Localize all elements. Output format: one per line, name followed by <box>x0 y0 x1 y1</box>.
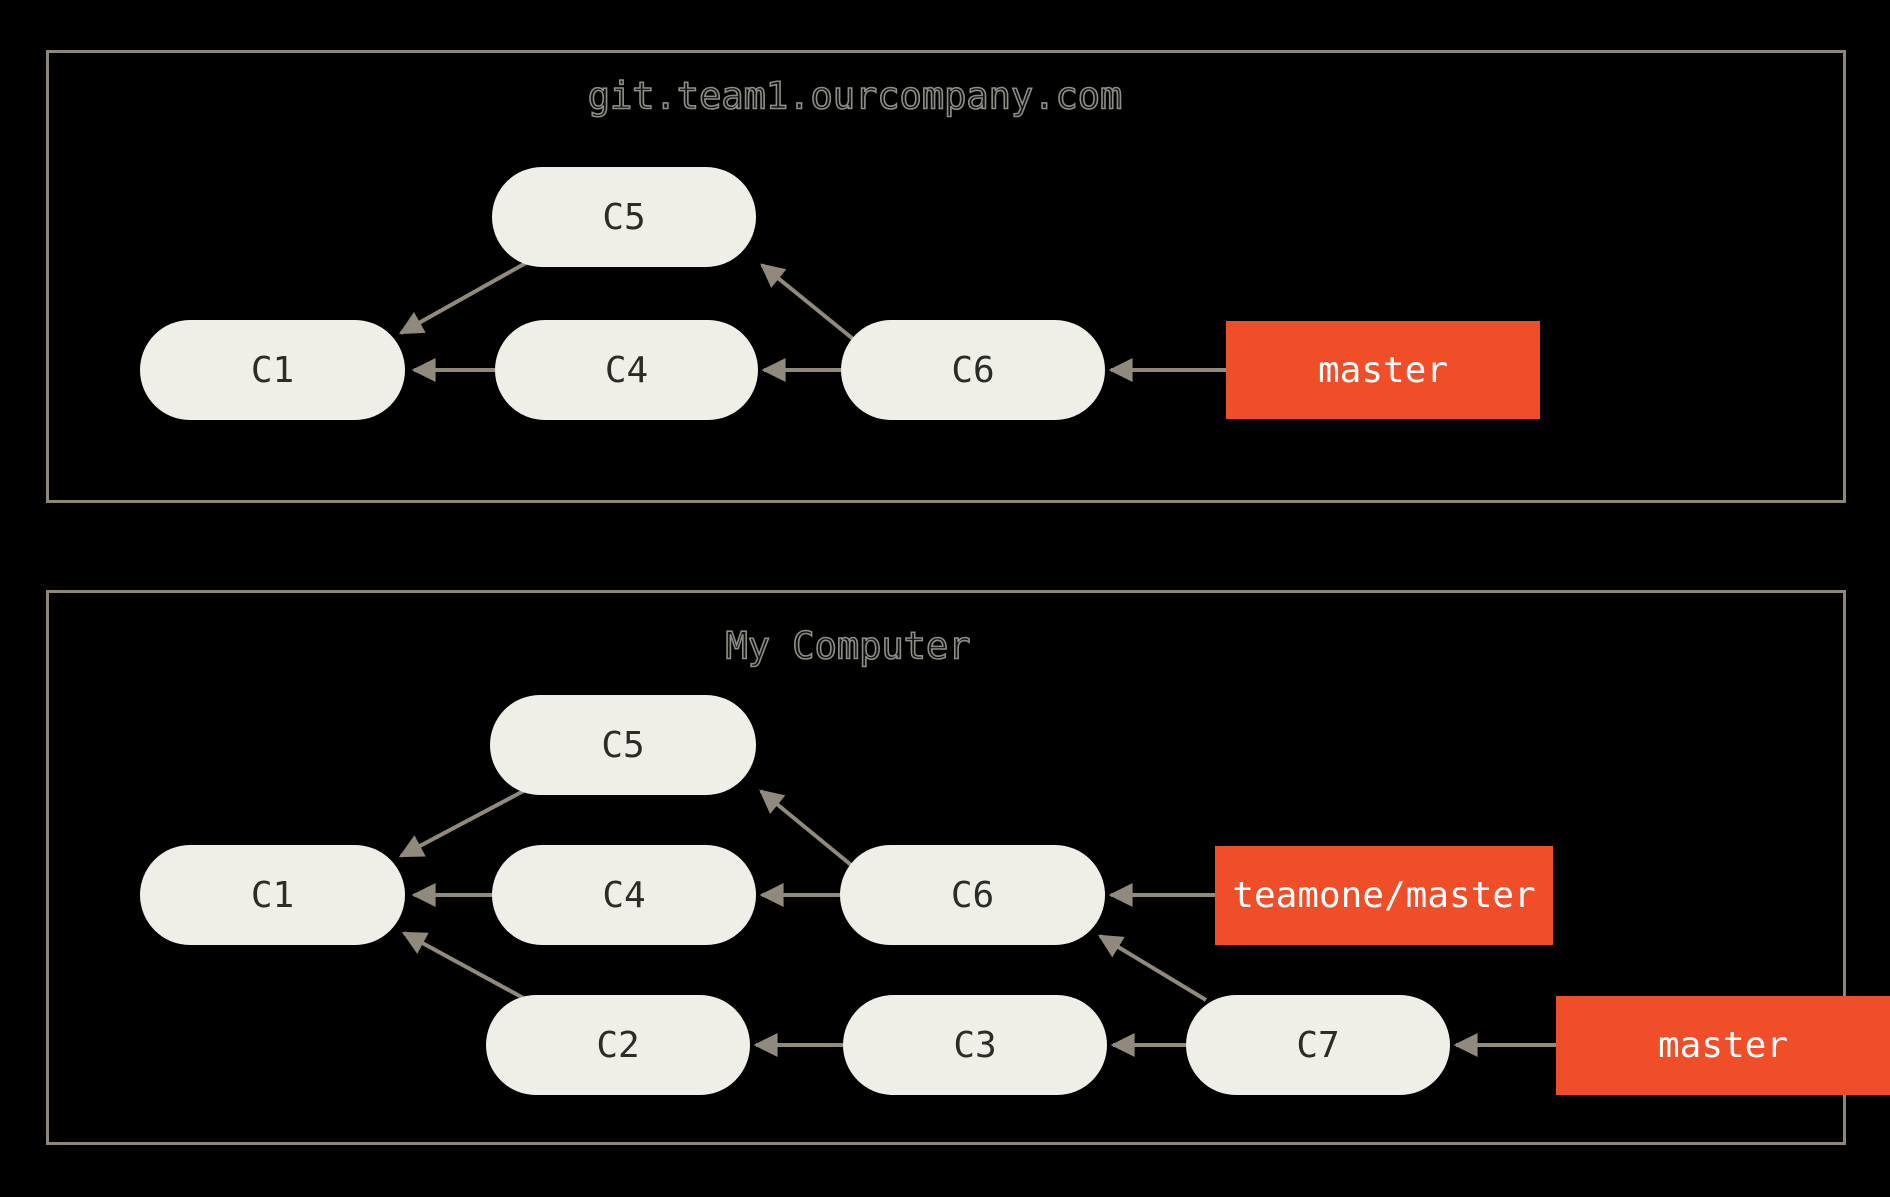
panel-remote-server <box>46 50 1846 503</box>
panel-title-remote-server: git.team1.ourcompany.com <box>587 74 1123 119</box>
branch-label-my-computer-teamone-master: teamone/master <box>1215 846 1553 945</box>
panel-title-my-computer: My Computer <box>725 624 972 669</box>
commit-node-remote-server-c4: C4 <box>495 320 758 420</box>
commit-node-remote-server-c6: C6 <box>841 320 1105 420</box>
commit-node-my-computer-c3: C3 <box>843 995 1107 1095</box>
branch-label-remote-server-master: master <box>1226 321 1540 419</box>
commit-node-my-computer-c1: C1 <box>140 845 405 945</box>
commit-node-my-computer-c2: C2 <box>486 995 750 1095</box>
commit-node-my-computer-c4: C4 <box>492 845 756 945</box>
commit-node-my-computer-c5: C5 <box>490 695 756 795</box>
commit-node-my-computer-c7: C7 <box>1186 995 1450 1095</box>
branch-label-my-computer-master: master <box>1556 996 1890 1095</box>
commit-node-my-computer-c6: C6 <box>840 845 1105 945</box>
commit-node-remote-server-c5: C5 <box>492 167 756 267</box>
panel-my-computer <box>46 590 1846 1145</box>
commit-node-remote-server-c1: C1 <box>140 320 405 420</box>
